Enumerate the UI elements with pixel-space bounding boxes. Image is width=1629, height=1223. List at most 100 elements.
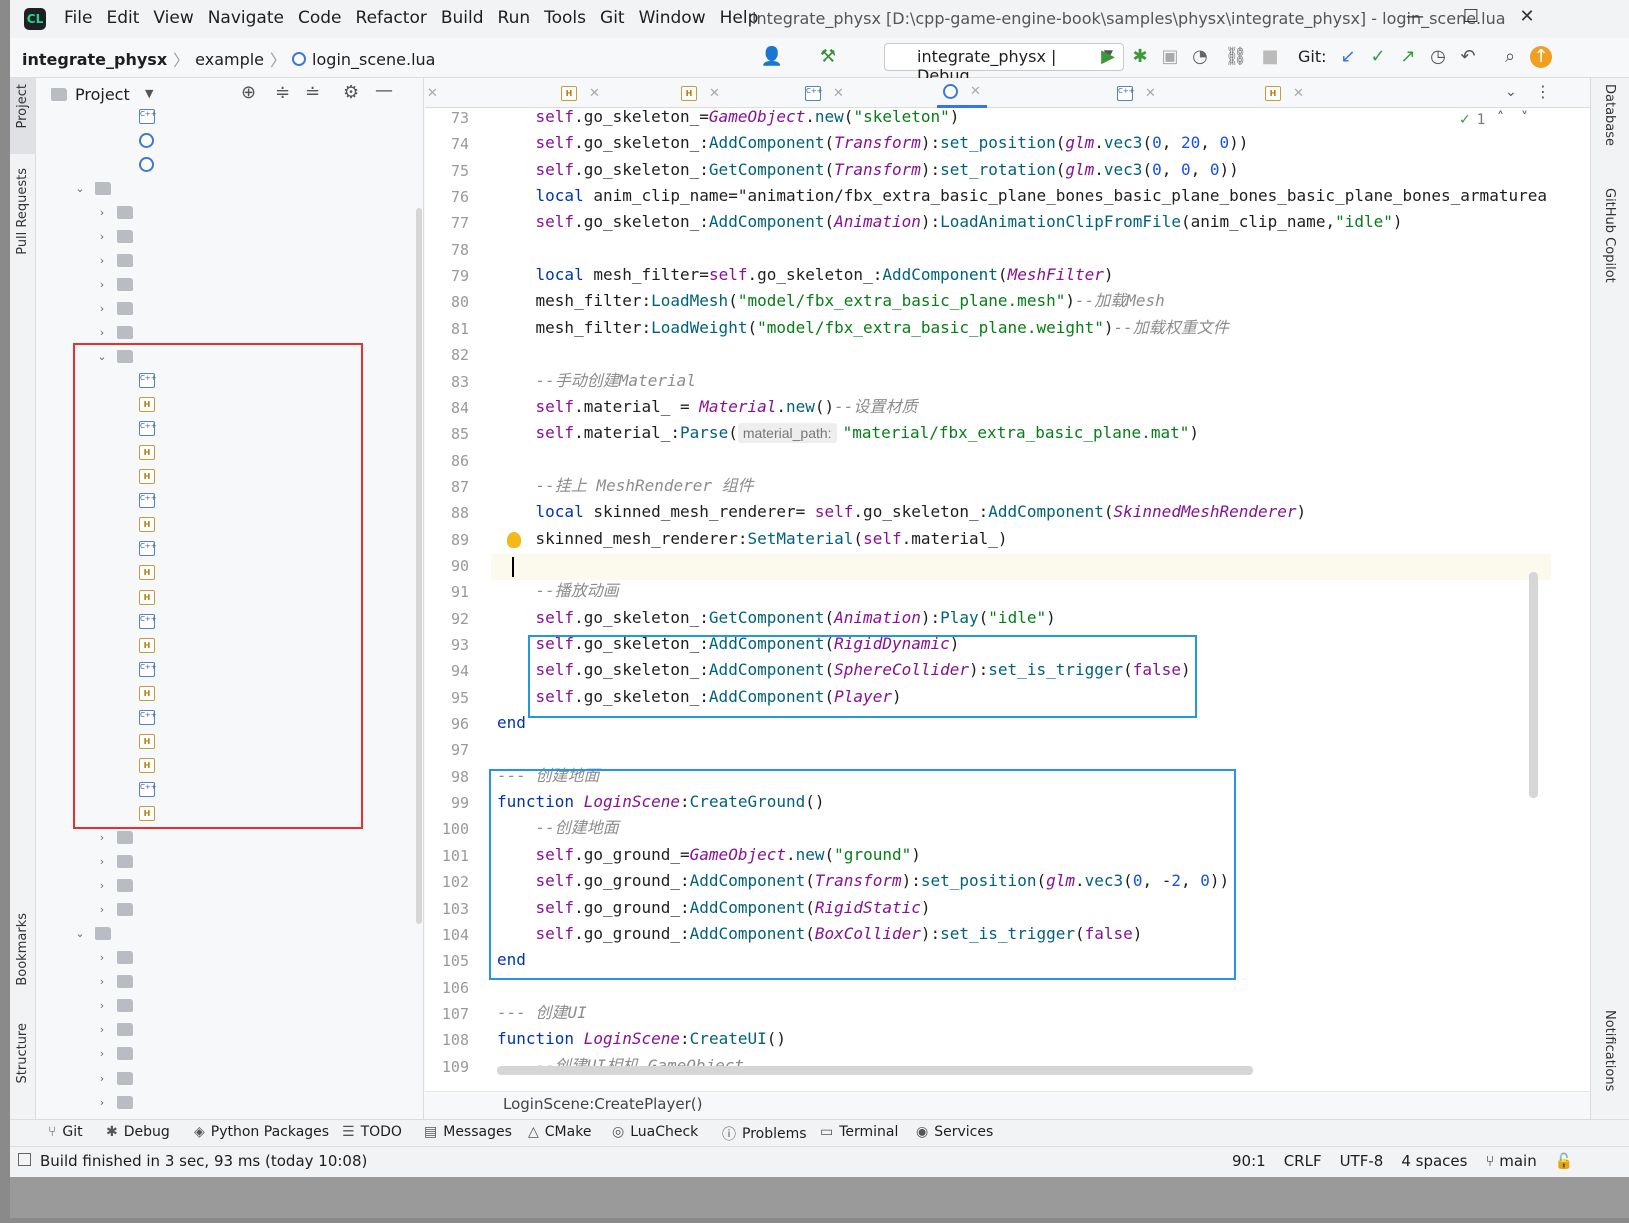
tree-folder[interactable]: ⌄ [73, 922, 117, 946]
chevron-right-icon[interactable]: › [99, 855, 105, 869]
code-line[interactable]: skinned_mesh_renderer:SetMaterial(self.m… [497, 528, 1008, 548]
tree-folder[interactable]: › [95, 296, 139, 320]
lightbulb-icon[interactable] [507, 532, 521, 548]
line-separator[interactable]: CRLF [1283, 1152, 1322, 1170]
debug-bug-icon[interactable]: ✱ [1132, 46, 1148, 67]
code-line[interactable]: self.go_skeleton_:GetComponent(Animation… [535, 607, 1056, 627]
menu-help[interactable]: Help [719, 8, 759, 28]
code-line[interactable]: end [497, 713, 526, 733]
code-line[interactable]: self.go_skeleton_=GameObject.new("skelet… [535, 108, 960, 126]
tab-list-chevron-icon[interactable]: ⌄ [1505, 84, 1517, 100]
editor-vertical-scrollbar[interactable] [1529, 572, 1538, 798]
toolwindow-debug[interactable]: ✱Debug [106, 1124, 170, 1140]
tab-game-object-h[interactable]: ✕ [415, 78, 444, 108]
tree-folder[interactable]: › [95, 826, 139, 850]
tab-collider-cpp[interactable]: C++✕ [799, 78, 850, 108]
tree-file[interactable]: H [117, 561, 161, 585]
git-commit-icon[interactable]: ✓ [1370, 46, 1386, 67]
editor-horizontal-scrollbar[interactable] [497, 1066, 1253, 1075]
search-icon[interactable]: ⌕ [1504, 46, 1516, 67]
menu-edit[interactable]: Edit [106, 8, 140, 28]
tree-file[interactable]: H [117, 729, 161, 753]
code-line[interactable]: self.material_:Parse(material_path:"mate… [535, 423, 1199, 444]
chevron-down-icon[interactable]: ⌄ [75, 927, 85, 941]
coverage-icon[interactable]: ▣ [1161, 46, 1179, 67]
chevron-right-icon[interactable]: › [99, 301, 105, 315]
code-line[interactable]: self.go_skeleton_:AddComponent(RigidDyna… [535, 634, 960, 653]
maximize-icon[interactable]: ☐ [1462, 6, 1480, 27]
close-icon[interactable]: ✕ [1293, 85, 1304, 101]
tree-file[interactable]: C++ [117, 417, 161, 441]
tree-file[interactable]: H [117, 681, 161, 705]
chevron-right-icon[interactable]: › [99, 1071, 105, 1085]
tree-folder[interactable]: › [95, 320, 139, 344]
menu-window[interactable]: Window [638, 8, 706, 28]
chevron-down-icon[interactable]: ⌄ [75, 181, 85, 195]
tree-folder[interactable]: › [95, 1090, 139, 1114]
update-icon[interactable]: ↑ [1530, 46, 1552, 68]
toolwindow-python-packages[interactable]: ◈Python Packages [194, 1124, 329, 1140]
chevron-down-icon[interactable]: ⌄ [97, 350, 107, 363]
gear-icon[interactable]: ⚙ [343, 82, 360, 103]
tree-folder[interactable]: › [95, 874, 139, 898]
code-line[interactable]: self.go_skeleton_:AddComponent(Transform… [535, 133, 1249, 153]
tree-folder[interactable]: › [95, 224, 139, 248]
tree-folder[interactable]: › [95, 272, 139, 296]
close-icon[interactable]: ✕ [970, 84, 981, 99]
tree-folder[interactable]: › [95, 200, 139, 224]
code-line[interactable]: mesh_filter:LoadWeight("model/fbx_extra_… [497, 317, 1229, 337]
chevron-down-icon[interactable]: ˅ [1521, 110, 1528, 126]
project-scrollbar[interactable] [416, 208, 422, 924]
tree-folder[interactable]: ⌄ [95, 345, 139, 369]
tree-file[interactable]: H [117, 753, 161, 777]
chevron-right-icon[interactable]: › [99, 1023, 105, 1037]
collapse-all-icon[interactable]: ≐ [305, 82, 321, 103]
code-line[interactable]: --手动创建Material [535, 370, 696, 390]
chevron-right-icon[interactable]: › [99, 229, 105, 243]
code-line[interactable]: self.go_ground_:AddComponent(Transform):… [535, 871, 1230, 891]
tool-project[interactable]: Project [15, 84, 30, 129]
tool-pull-requests[interactable]: Pull Requests [15, 168, 30, 255]
chevron-right-icon[interactable]: › [99, 253, 105, 267]
code-line[interactable]: self.go_ground_:AddComponent(BoxCollider… [535, 923, 1143, 943]
code-line[interactable]: self.material_ = Material.new()--设置材质 [535, 396, 918, 416]
panel-toggle-icon[interactable] [18, 1153, 31, 1166]
tree-file[interactable]: H [117, 633, 161, 657]
locate-icon[interactable]: ⊕ [241, 82, 257, 103]
code-line[interactable]: --- 创建UI [497, 1002, 587, 1022]
code-line[interactable]: local anim_clip_name="animation/fbx_extr… [535, 186, 1547, 206]
tool-notifications[interactable]: Notifications [1602, 1010, 1617, 1092]
code-line[interactable]: --创建地面 [535, 818, 619, 838]
close-icon[interactable]: ✕ [589, 85, 600, 101]
tree-file[interactable]: H [117, 465, 161, 489]
tree-file[interactable] [117, 128, 160, 152]
tool-database[interactable]: Database [1602, 84, 1617, 147]
menu-navigate[interactable]: Navigate [207, 8, 284, 28]
toolwindow-todo[interactable]: ☰TODO [342, 1124, 402, 1140]
hammer-build-icon[interactable]: ⚒ [819, 46, 837, 67]
chevron-down-icon[interactable]: ▼ [145, 87, 154, 100]
crumb-folder[interactable]: example [195, 49, 265, 69]
toolwindow-luacheck[interactable]: ◎LuaCheck [612, 1124, 698, 1140]
code-line[interactable]: --播放动画 [535, 581, 619, 601]
tool-bookmarks[interactable]: Bookmarks [15, 913, 30, 986]
profile-icon[interactable]: ◔ [1192, 46, 1208, 67]
user-icon[interactable]: 👤 [760, 46, 784, 67]
tab-physics-h[interactable]: H✕ [555, 78, 606, 108]
current-function-crumb[interactable]: LoginScene:CreatePlayer() [503, 1095, 703, 1113]
hide-panel-icon[interactable]: — [375, 80, 393, 101]
code-area[interactable]: self.go_skeleton_=GameObject.new("skelet… [497, 108, 1572, 1091]
code-line[interactable]: self.go_skeleton_:AddComponent(SphereCol… [535, 660, 1191, 680]
more-icon[interactable]: ⋮ [1535, 82, 1551, 101]
tree-file[interactable]: H [117, 801, 161, 825]
chevron-right-icon[interactable]: › [99, 831, 105, 844]
rollback-icon[interactable]: ↶ [1460, 46, 1476, 67]
tree-file[interactable]: C++ [117, 537, 161, 561]
chevron-right-icon[interactable]: › [99, 951, 105, 965]
chevron-right-icon[interactable]: › [99, 205, 105, 219]
tool-github-copilot[interactable]: GitHub Copilot [1602, 188, 1617, 283]
tab-collider-h[interactable]: H✕ [675, 78, 726, 108]
code-line[interactable]: end [497, 950, 526, 970]
run-icon[interactable]: ▶ [1101, 46, 1115, 67]
tree-file[interactable]: H [117, 393, 161, 417]
